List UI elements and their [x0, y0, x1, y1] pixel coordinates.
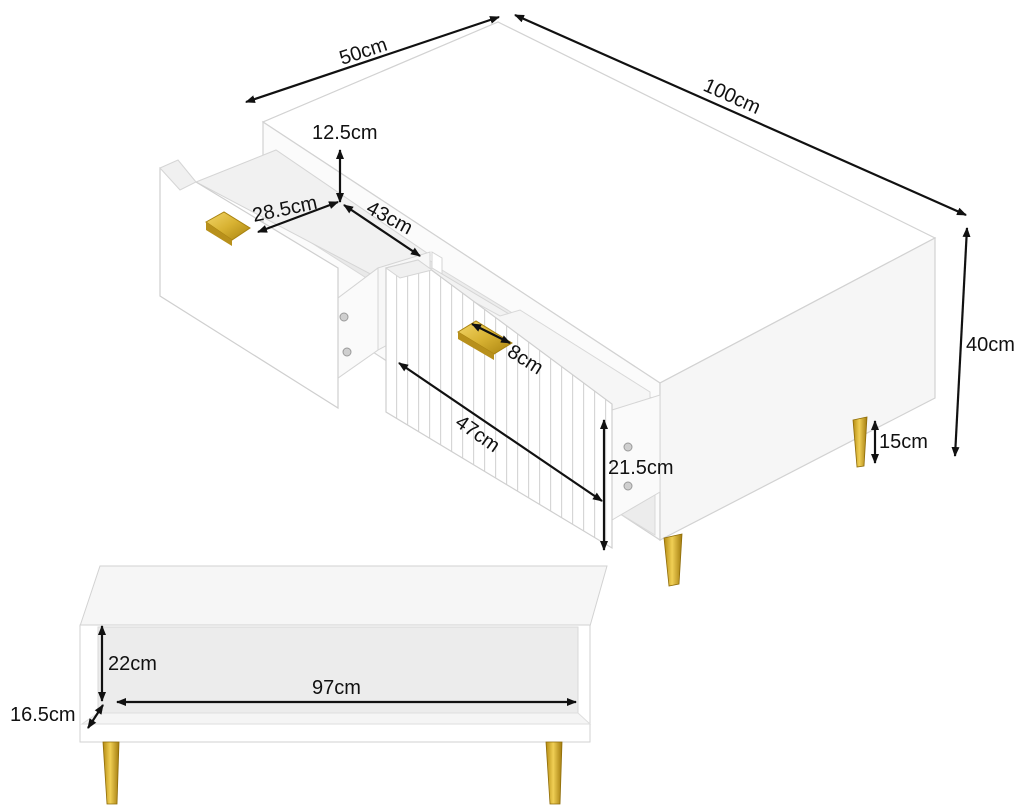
dimension-line-handle-width — [471, 323, 511, 344]
label-open-shelf-height: 22cm — [108, 653, 157, 675]
left-drawer-screw-1 — [339, 312, 349, 322]
front-view-shelf-bottom — [80, 712, 592, 725]
label-open-shelf-depth: 16.5cm — [10, 704, 76, 726]
dimension-line-drawer-front-width — [398, 362, 603, 502]
table-perspective-view — [159, 21, 937, 587]
front-view-left-leg — [102, 741, 120, 805]
dimension-line-depth — [245, 15, 500, 104]
dimension-line-drawer-inner-width — [257, 200, 339, 234]
back-right-leg — [852, 416, 868, 468]
label-depth: 50cm — [337, 34, 390, 70]
table-legs — [663, 416, 868, 587]
label-drawer-inner-height: 12.5cm — [312, 122, 378, 144]
label-drawer-front-height: 21.5cm — [608, 457, 674, 479]
right-drawer-front-top-edge — [384, 259, 434, 279]
label-leg-height: 15cm — [879, 431, 928, 453]
dimension-lines — [87, 13, 971, 729]
gold-handle-lip — [206, 222, 232, 246]
front-view-top-slab — [79, 565, 608, 627]
right-drawer-screw-1 — [623, 442, 633, 452]
front-right-leg — [663, 533, 683, 587]
front-view-open-shelf — [97, 626, 579, 714]
dimension-line-open-shelf-depth — [87, 704, 104, 729]
gold-handle-lip — [458, 332, 494, 360]
table-front-view — [79, 565, 608, 805]
left-drawer-front-top-edge — [159, 159, 197, 191]
label-open-shelf-width: 97cm — [312, 677, 361, 699]
dimension-line-length — [514, 13, 967, 217]
left-drawer-screw-2 — [342, 347, 352, 357]
right-drawer-screw-2 — [623, 481, 633, 491]
front-view-right-leg — [545, 741, 563, 805]
label-height: 40cm — [966, 334, 1015, 356]
left-drawer-handle — [205, 211, 251, 246]
dimension-line-height — [951, 227, 971, 457]
dimension-line-drawer-inner-depth — [343, 204, 421, 257]
